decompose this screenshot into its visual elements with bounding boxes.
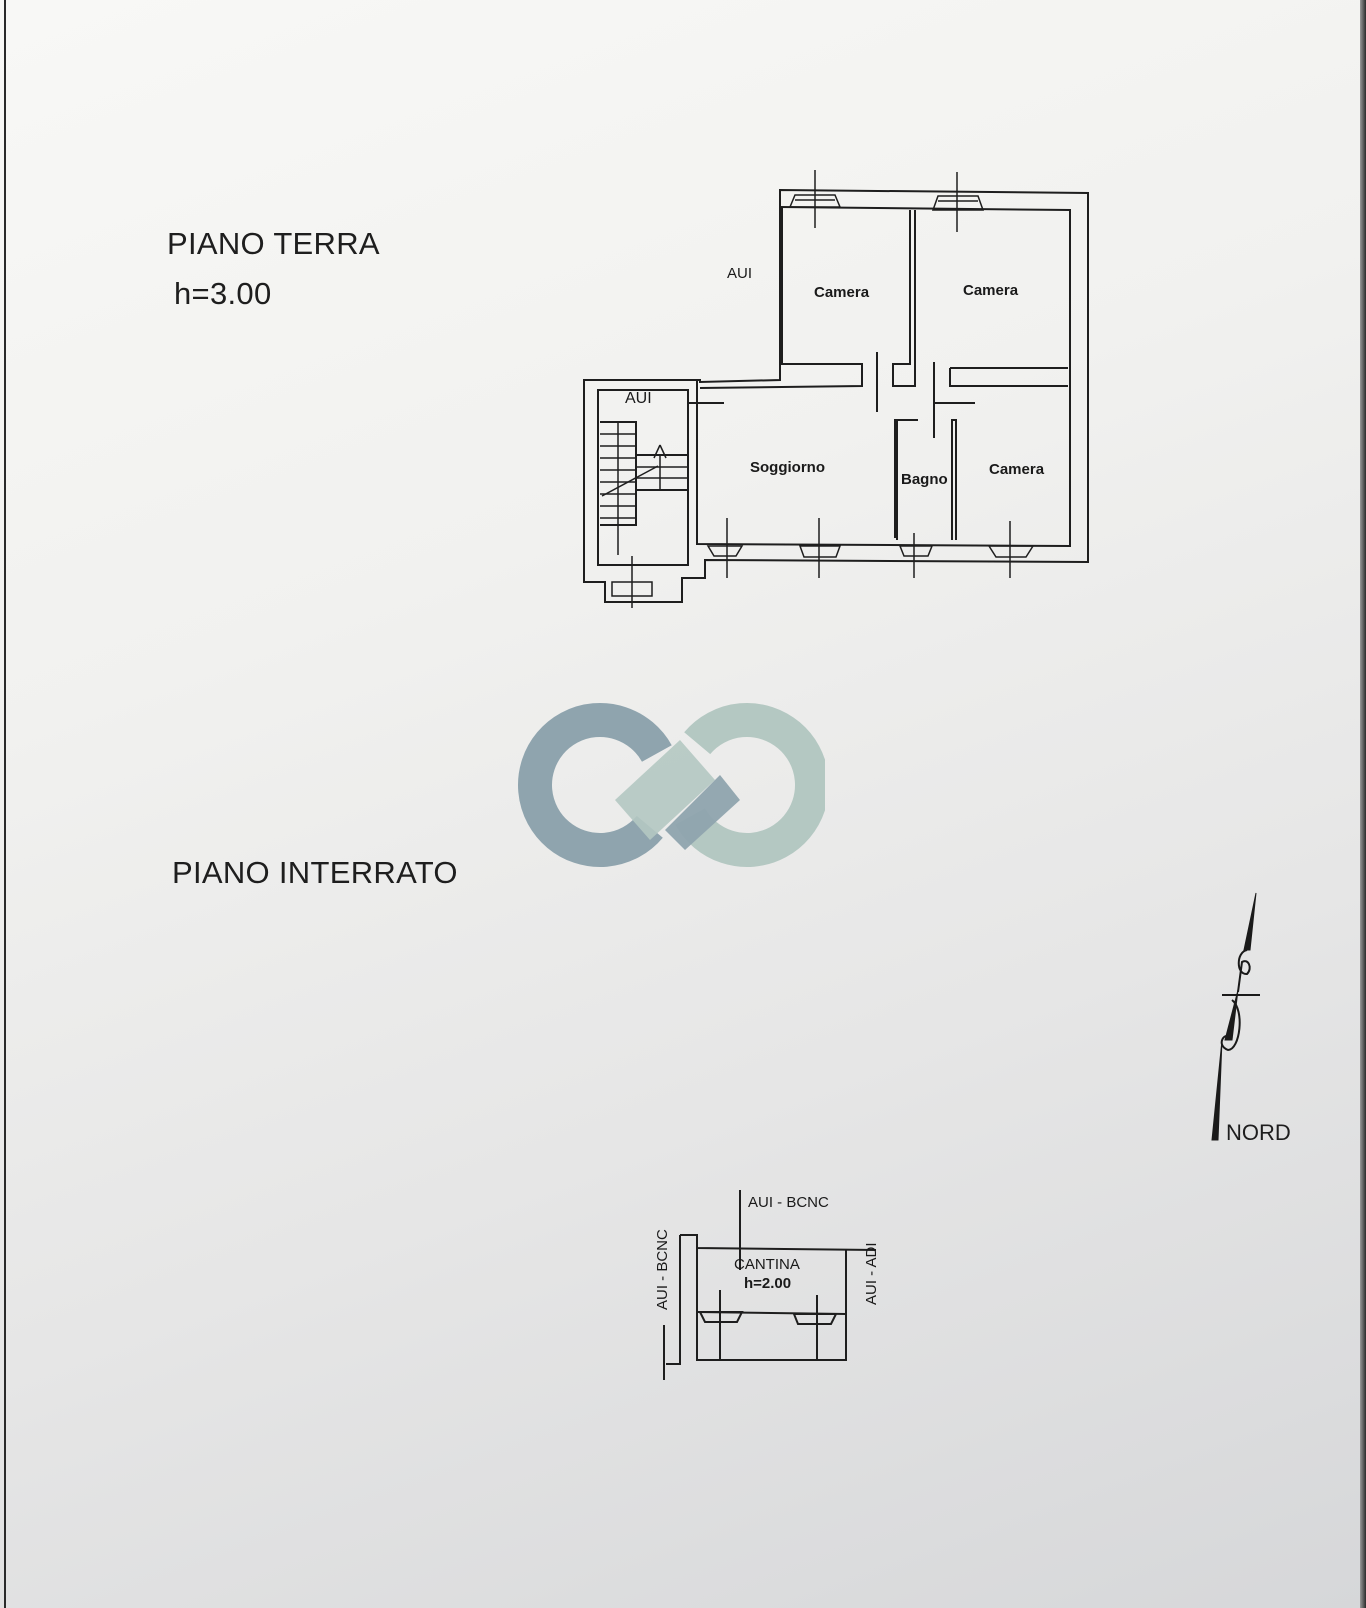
room-label-soggiorno: Soggiorno	[750, 459, 825, 476]
room-label-camera-1: Camera	[814, 284, 870, 301]
cantina-height: h=2.00	[744, 1275, 791, 1292]
north-label: NORD	[1226, 1120, 1291, 1145]
piano-terra-title: PIANO TERRA	[167, 226, 380, 261]
page-edge	[4, 0, 6, 1608]
piano-interrato-title: PIANO INTERRATO	[172, 855, 458, 890]
label-basement-left: AUI - BCNC	[654, 1229, 671, 1310]
north-arrow-icon	[1211, 892, 1260, 1141]
page-edge-shadow	[1360, 0, 1366, 1608]
piano-terra-height: h=3.00	[174, 276, 272, 311]
room-label-camera-2: Camera	[963, 282, 1019, 299]
basement-plan	[663, 1190, 877, 1380]
label-basement-right: AUI - ADI	[863, 1242, 880, 1305]
label-aui-top: AUI	[727, 265, 752, 282]
room-label-cantina: CANTINA	[734, 1256, 800, 1273]
label-basement-top: AUI - BCNC	[748, 1194, 829, 1211]
infinity-logo-icon	[518, 703, 825, 867]
room-label-bagno: Bagno	[901, 471, 948, 488]
room-label-camera-3: Camera	[989, 461, 1045, 478]
label-aui-stair: AUI	[625, 390, 652, 407]
